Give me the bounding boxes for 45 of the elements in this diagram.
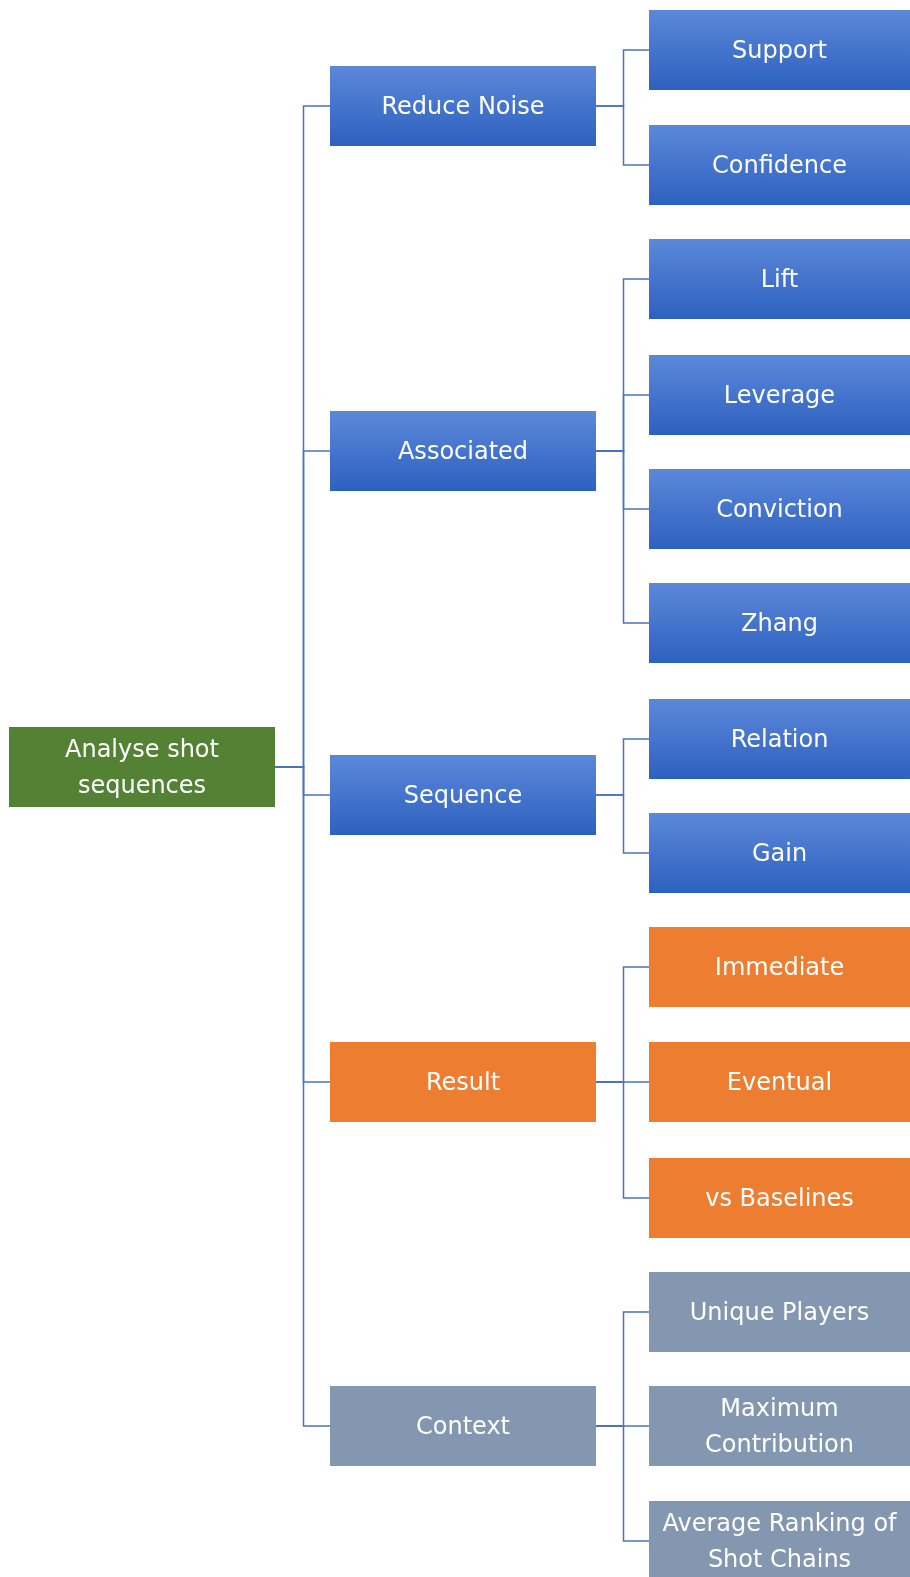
node-label: Conviction <box>716 494 843 525</box>
node-label: Reduce Noise <box>381 91 545 122</box>
node-label: Context <box>416 1411 510 1442</box>
node-label: Confidence <box>712 150 847 181</box>
node-label: Average Ranking of Shot Chains <box>661 1508 898 1575</box>
root-box <box>9 727 275 807</box>
metric-box <box>649 355 910 435</box>
category-box <box>330 66 596 146</box>
metric-box <box>649 927 910 1007</box>
node-label: vs Baselines <box>705 1183 854 1214</box>
category-box <box>330 755 596 835</box>
metric-box <box>649 1158 910 1238</box>
node-label: Analyse shot sequences <box>64 734 220 801</box>
metric-box <box>649 1042 910 1122</box>
node-label: Sequence <box>403 780 523 811</box>
node-label: Gain <box>751 838 808 869</box>
metric-box <box>649 469 910 549</box>
node-label: Lift <box>760 264 799 295</box>
category-box <box>330 1042 596 1122</box>
metric-box <box>649 10 910 90</box>
node-label: Result <box>425 1067 501 1098</box>
node-label: Maximum Contribution <box>704 1393 855 1460</box>
connector-line <box>595 105 650 166</box>
metric-box <box>649 1272 910 1352</box>
metric-box <box>649 125 910 205</box>
node-label: Zhang <box>741 608 818 639</box>
category-box <box>330 411 596 491</box>
metric-box <box>649 813 910 893</box>
connector-line <box>595 794 650 854</box>
node-label: Support <box>732 35 827 66</box>
node-label: Eventual <box>726 1067 833 1098</box>
connector-line <box>595 1425 650 1542</box>
node-label: Unique Players <box>689 1297 870 1328</box>
metric-box <box>649 239 910 319</box>
metric-box <box>649 1386 910 1466</box>
node-label: Immediate <box>714 952 845 983</box>
metric-box <box>649 1501 910 1577</box>
connector-line <box>595 450 650 624</box>
node-label: Relation <box>730 724 829 755</box>
metric-box <box>649 583 910 663</box>
category-box <box>330 1386 596 1466</box>
node-label: Associated <box>397 436 529 467</box>
connector-line <box>595 1081 650 1199</box>
metric-box <box>649 699 910 779</box>
node-label: Leverage <box>723 380 836 411</box>
